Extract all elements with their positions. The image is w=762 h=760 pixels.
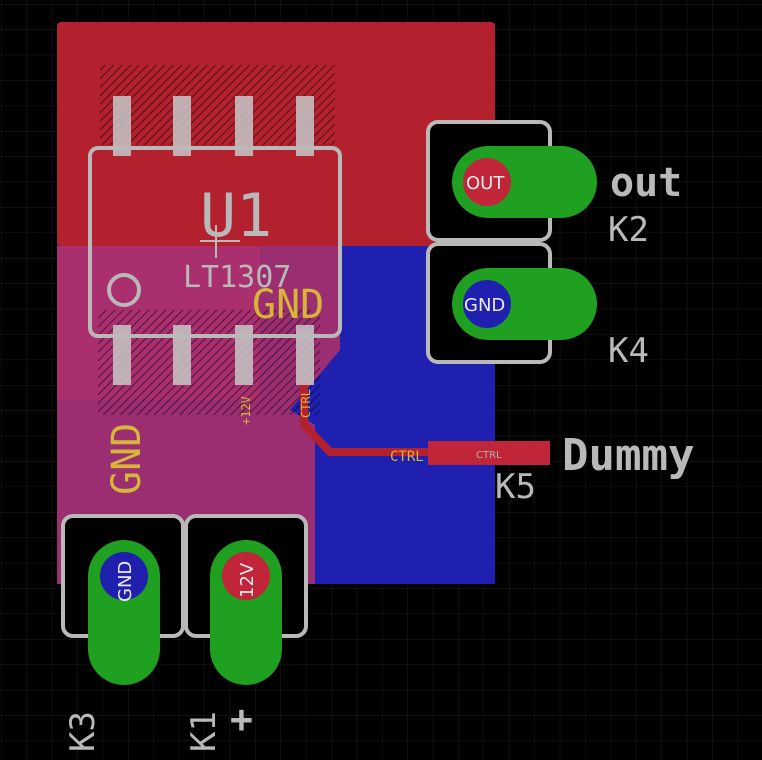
k3-drill bbox=[94, 546, 154, 606]
chip-gnd-label: GND bbox=[252, 282, 324, 328]
chip-pad-bottom-1[interactable] bbox=[113, 325, 131, 385]
chip-pad-top-3[interactable] bbox=[235, 96, 253, 156]
chip-bottom-pin-labels: 12V 12V +12V CTRL bbox=[119, 352, 313, 425]
k3-pad-label: GND bbox=[115, 561, 136, 602]
pin-label: 12V bbox=[119, 352, 129, 370]
connector-k4[interactable]: GND bbox=[426, 242, 597, 364]
pin-label: CTRL bbox=[299, 389, 313, 418]
pin-label: OUT bbox=[179, 112, 189, 132]
pin-label: OUT bbox=[302, 112, 312, 132]
chip-bottom-pads bbox=[113, 325, 314, 385]
k2-value: out bbox=[610, 160, 682, 206]
k3-name: K3 bbox=[63, 711, 103, 752]
k4-pad-label: GND bbox=[464, 295, 505, 316]
k5-value: Dummy bbox=[562, 430, 694, 481]
k2-name: K2 bbox=[608, 210, 649, 250]
chip-pad-top-4[interactable] bbox=[296, 96, 314, 156]
chip-outline[interactable] bbox=[88, 146, 342, 338]
k1-drill bbox=[216, 546, 276, 606]
k5-trace-label: CTRL bbox=[390, 449, 424, 465]
chip-value: LT1307 bbox=[183, 260, 291, 295]
chip-pad-bottom-3[interactable] bbox=[235, 325, 253, 385]
k5-name: K5 bbox=[495, 467, 536, 507]
connector-k1[interactable]: 12V bbox=[184, 514, 308, 685]
k4-name: K4 bbox=[608, 331, 649, 371]
chip-pad-top-2[interactable] bbox=[173, 96, 191, 156]
chip-top-pin-labels: OUT OUT OUT OUT bbox=[119, 112, 312, 132]
k5-pad[interactable] bbox=[428, 441, 550, 465]
chip-pad-bottom-4[interactable] bbox=[296, 325, 314, 385]
pin-label: OUT bbox=[119, 112, 129, 132]
chip-top-pads bbox=[113, 96, 314, 156]
k1-value: + bbox=[230, 697, 253, 741]
chip-name: U1 bbox=[200, 181, 272, 251]
k1-name: K1 bbox=[184, 711, 224, 752]
connector-k2[interactable]: OUT bbox=[426, 120, 597, 242]
k5-pad-label: CTRL bbox=[476, 450, 502, 461]
k1-pad-label: 12V bbox=[237, 562, 258, 598]
pin-label: +12V bbox=[239, 396, 253, 425]
pin1-marker bbox=[107, 273, 141, 307]
k4-drill bbox=[457, 274, 517, 334]
bottom-pads-keepout bbox=[98, 310, 320, 415]
pin-label: 12V bbox=[179, 352, 189, 370]
chip-pad-top-1[interactable] bbox=[113, 96, 131, 156]
chip-pad-bottom-2[interactable] bbox=[173, 325, 191, 385]
k2-pad-label: OUT bbox=[466, 173, 505, 194]
pin-label: OUT bbox=[241, 112, 251, 132]
top-pads-keepout bbox=[100, 65, 335, 145]
k2-drill bbox=[457, 152, 517, 212]
connector-k3[interactable]: GND bbox=[61, 514, 185, 685]
left-gnd-label: GND bbox=[104, 423, 150, 495]
